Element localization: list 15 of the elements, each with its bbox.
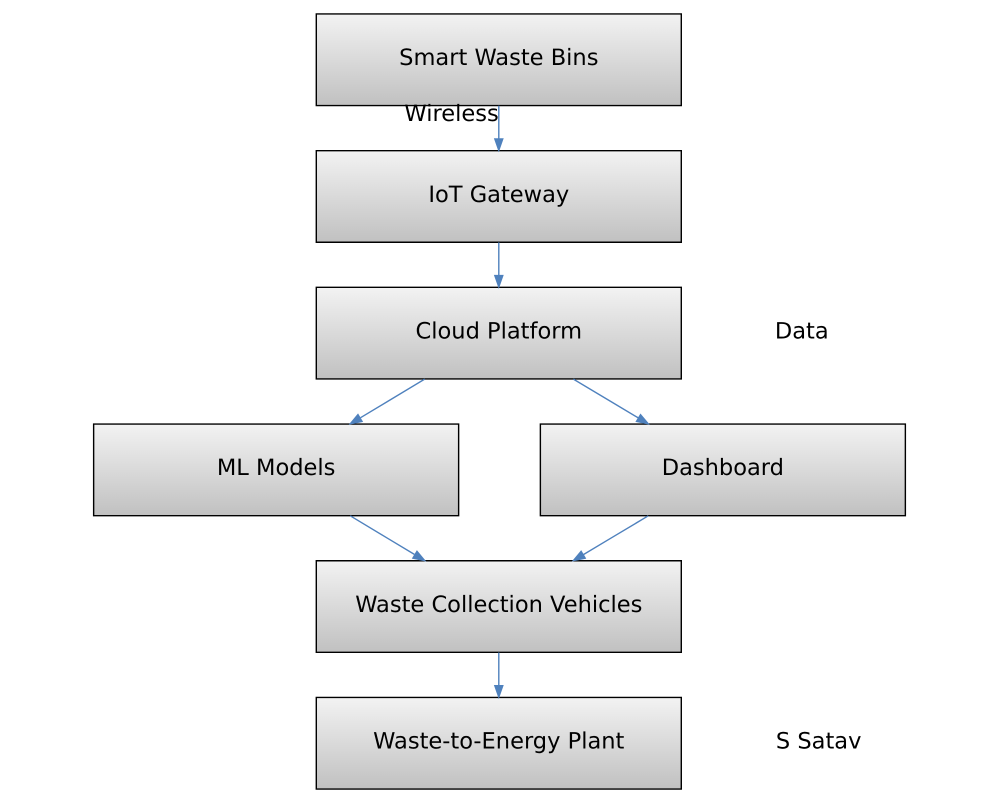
- arrow: [493, 242, 504, 290]
- node-box: ML Models: [92, 423, 459, 516]
- node-box: Dashboard: [539, 423, 906, 516]
- arrow: [572, 378, 650, 425]
- node-box: Waste-to-Energy Plant: [315, 696, 682, 790]
- arrow: [493, 652, 504, 700]
- arrow: [571, 515, 648, 562]
- label: Data: [774, 318, 828, 345]
- arrow: [349, 515, 426, 562]
- node-box: IoT Gateway: [315, 150, 682, 243]
- label: S Satav: [775, 728, 861, 755]
- node-box: Cloud Platform: [315, 286, 682, 380]
- arrow: [493, 106, 504, 152]
- arrow: [348, 378, 425, 425]
- node-box: Waste Collection Vehicles: [315, 560, 682, 654]
